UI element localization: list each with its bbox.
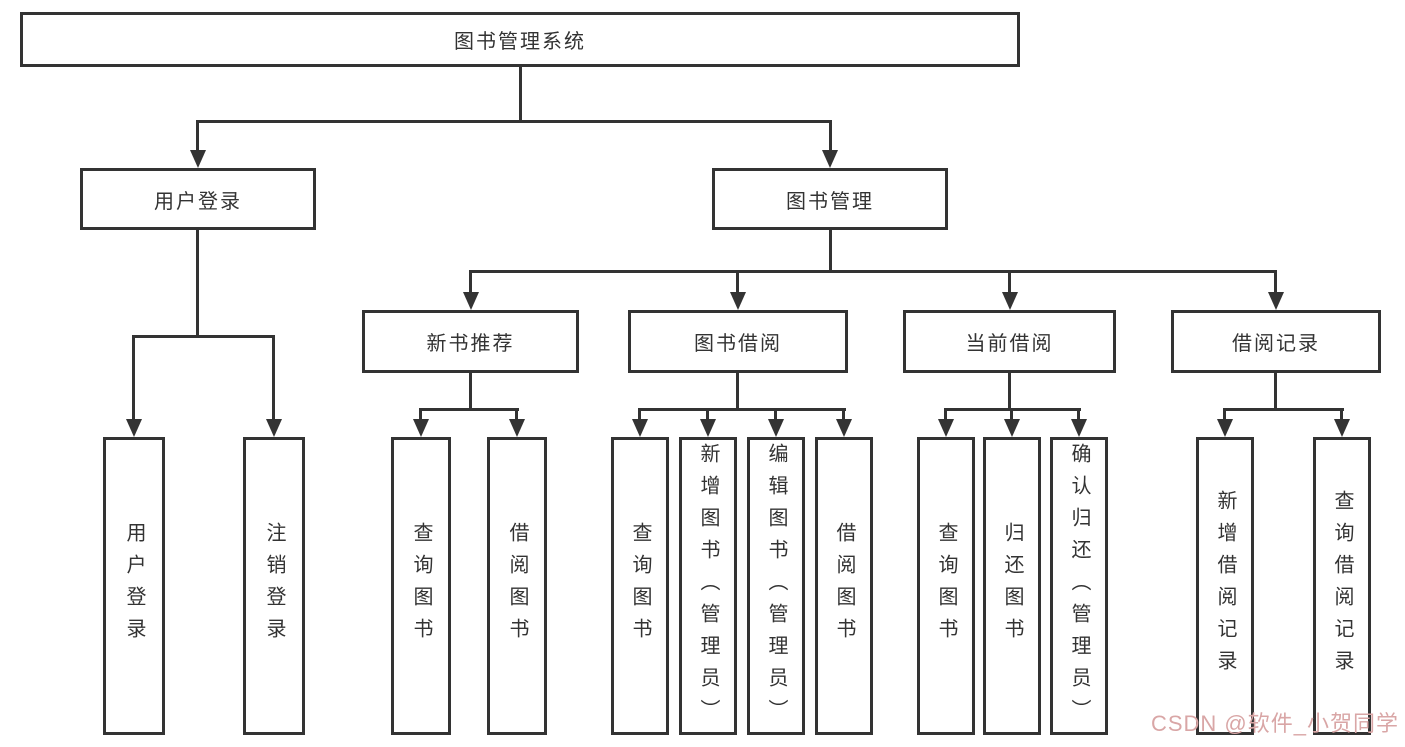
connector-line bbox=[944, 408, 947, 421]
arrowhead-down bbox=[730, 292, 746, 310]
node-current-borrow: 当前借阅 bbox=[903, 310, 1116, 373]
leaf-current-return-books: 归还图书 bbox=[983, 437, 1041, 735]
arrowhead-down bbox=[822, 150, 838, 168]
connector-line bbox=[842, 408, 845, 421]
arrowhead-down bbox=[768, 419, 784, 437]
connector-line bbox=[132, 335, 275, 338]
node-user-login: 用户登录 bbox=[80, 168, 316, 230]
leaf-records-add-borrow-record: 新增借阅记录 bbox=[1196, 437, 1254, 735]
connector-line bbox=[1340, 408, 1343, 421]
arrowhead-down bbox=[1334, 419, 1350, 437]
leaf-recommend-query-books: 查询图书 bbox=[391, 437, 451, 735]
connector-line bbox=[469, 270, 472, 292]
leaf-records-query-borrow-record: 查询借阅记录 bbox=[1313, 437, 1371, 735]
connector-line bbox=[469, 270, 1277, 273]
connector-line bbox=[1008, 270, 1011, 292]
csdn-watermark: CSDN @软件_小贺同学 bbox=[1150, 711, 1399, 736]
connector-line bbox=[1223, 408, 1344, 411]
leaf-borrow-borrow-books: 借阅图书 bbox=[815, 437, 873, 735]
arrowhead-down bbox=[700, 419, 716, 437]
arrowhead-down bbox=[126, 419, 142, 437]
connector-line bbox=[1008, 373, 1011, 408]
arrowhead-down bbox=[1268, 292, 1284, 310]
arrowhead-down bbox=[413, 419, 429, 437]
leaf-borrow-edit-books-admin: 编辑图书（管理员） bbox=[747, 437, 805, 735]
connector-line bbox=[1274, 270, 1277, 292]
node-book-borrow: 图书借阅 bbox=[628, 310, 848, 373]
connector-line bbox=[196, 120, 832, 123]
leaf-borrow-add-books-admin: 新增图书（管理员） bbox=[679, 437, 737, 735]
connector-line bbox=[638, 408, 641, 421]
arrowhead-down bbox=[266, 419, 282, 437]
arrowhead-down bbox=[938, 419, 954, 437]
arrowhead-down bbox=[1071, 419, 1087, 437]
node-library-management-system: 图书管理系统 bbox=[20, 12, 1020, 67]
connector-line bbox=[1077, 408, 1080, 421]
connector-line bbox=[196, 120, 199, 152]
connector-line bbox=[515, 408, 518, 421]
arrowhead-down bbox=[509, 419, 525, 437]
leaf-logout: 注销登录 bbox=[243, 437, 305, 735]
arrowhead-down bbox=[632, 419, 648, 437]
leaf-recommend-borrow-books: 借阅图书 bbox=[487, 437, 547, 735]
connector-line bbox=[1010, 408, 1013, 421]
leaf-current-confirm-return-admin: 确认归还（管理员） bbox=[1050, 437, 1108, 735]
connector-line bbox=[638, 408, 846, 411]
connector-line bbox=[774, 408, 777, 421]
node-new-book-recommend: 新书推荐 bbox=[362, 310, 579, 373]
arrowhead-down bbox=[1002, 292, 1018, 310]
connector-line bbox=[519, 67, 522, 120]
arrowhead-down bbox=[1217, 419, 1233, 437]
leaf-current-query-books: 查询图书 bbox=[917, 437, 975, 735]
connector-line bbox=[736, 270, 739, 292]
connector-line bbox=[469, 373, 472, 408]
leaf-borrow-query-books: 查询图书 bbox=[611, 437, 669, 735]
node-borrow-records: 借阅记录 bbox=[1171, 310, 1381, 373]
connector-line bbox=[272, 335, 275, 421]
connector-line bbox=[829, 120, 832, 152]
arrowhead-down bbox=[463, 292, 479, 310]
connector-line bbox=[419, 408, 422, 421]
connector-line bbox=[1274, 373, 1277, 408]
connector-line bbox=[829, 230, 832, 270]
arrowhead-down bbox=[1004, 419, 1020, 437]
leaf-user-login: 用户登录 bbox=[103, 437, 165, 735]
connector-line bbox=[132, 335, 135, 421]
connector-line bbox=[1223, 408, 1226, 421]
connector-line bbox=[706, 408, 709, 421]
connector-line bbox=[419, 408, 519, 411]
connector-line bbox=[736, 373, 739, 408]
connector-line bbox=[196, 230, 199, 335]
node-book-management: 图书管理 bbox=[712, 168, 948, 230]
arrowhead-down bbox=[190, 150, 206, 168]
arrowhead-down bbox=[836, 419, 852, 437]
